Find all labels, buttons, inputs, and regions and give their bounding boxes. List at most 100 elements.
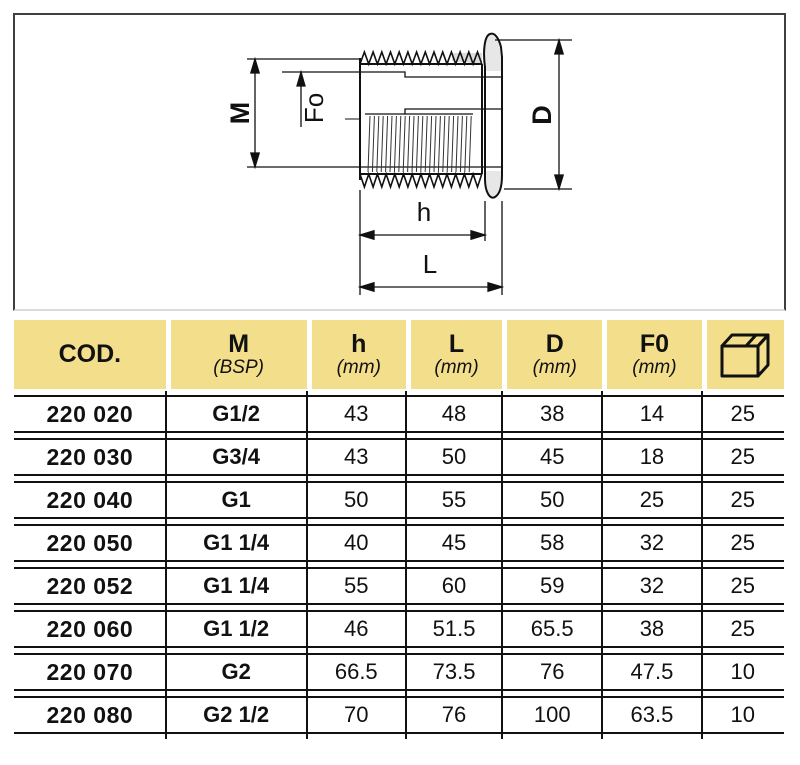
d-value-cell: 59 [539,573,565,598]
drawing-frame: M Fo D h L [13,13,786,311]
internal-thread-hatch [367,115,472,173]
f0-value-cell: 25 [639,487,665,512]
header-h: h (mm) [306,320,406,389]
cod-cell: 220 040 [46,486,134,513]
table-row: 220 040 G1 50 55 50 25 25 [14,481,784,519]
column-separator-line [164,391,167,739]
header-f0: F0 (mm) [602,320,702,389]
h-value-cell: 43 [344,401,369,426]
pack-qty-cell: 25 [730,444,756,469]
label-fo: Fo [299,93,329,123]
column-separator-line [501,391,504,739]
cod-cell: 220 070 [46,658,134,685]
f0-value-cell: 63.5 [630,702,674,727]
header-l: L (mm) [405,320,503,389]
table-header: COD. M (BSP) h (mm) L (mm) D (mm) F0 (mm… [14,320,784,389]
cod-cell: 220 020 [46,400,134,427]
dim-l-arrow-right [487,281,505,293]
d-value-cell: 38 [539,401,565,426]
f0-value-cell: 38 [639,616,665,641]
d-value-cell: 76 [539,659,565,684]
dim-h-arrow-left [357,229,375,241]
d-value-cell: 58 [539,530,565,555]
thread-size-cell: G2 1/2 [203,702,270,727]
l-value-cell: 50 [441,444,467,469]
package-box-icon [720,333,770,377]
external-thread-bottom [359,171,483,190]
cod-cell: 220 060 [46,615,134,642]
h-value-cell: 55 [344,573,369,598]
f0-value-cell: 18 [639,444,665,469]
column-separator-line [305,391,308,739]
l-value-cell: 60 [441,573,467,598]
pack-qty-cell: 25 [730,401,756,426]
thread-size-cell: G1 1/4 [203,573,270,598]
l-value-cell: 73.5 [432,659,476,684]
thread-size-cell: G3/4 [212,444,260,469]
d-value-cell: 100 [533,702,571,727]
h-value-cell: 50 [344,487,369,512]
l-value-cell: 55 [441,487,467,512]
f0-value-cell: 32 [639,530,665,555]
header-d: D (mm) [502,320,603,389]
table-row: 220 070 G2 66.5 73.5 76 47.5 10 [14,653,784,691]
table-row: 220 020 G1/2 43 48 38 14 25 [14,395,784,433]
dim-l-arrow-left [357,281,375,293]
table-row: 220 052 G1 1/4 55 60 59 32 25 [14,567,784,605]
header-pack [701,320,784,389]
dim-d-arrow-down [553,174,565,192]
cod-cell: 220 030 [46,443,134,470]
table-row: 220 080 G2 1/2 70 76 100 63.5 10 [14,696,784,734]
h-value-cell: 40 [344,530,369,555]
h-value-cell: 66.5 [334,659,378,684]
pack-qty-cell: 10 [730,659,756,684]
thread-size-cell: G1/2 [212,401,260,426]
pack-qty-cell: 25 [730,573,756,598]
column-separator-line [700,391,703,739]
dim-d-arrow-up [553,37,565,55]
header-m: M (BSP) [165,320,307,389]
l-value-cell: 51.5 [432,616,476,641]
dim-m-arrow-down [249,152,261,170]
h-value-cell: 43 [344,444,369,469]
h-value-cell: 46 [344,616,369,641]
dim-m-arrow-up [249,56,261,74]
thread-size-cell: G1 1/2 [203,616,270,641]
cod-cell: 220 050 [46,529,134,556]
cod-cell: 220 080 [46,701,134,728]
d-value-cell: 65.5 [530,616,574,641]
d-value-cell: 50 [539,487,565,512]
header-cod: COD. [14,320,166,389]
fitting-technical-drawing: M Fo D h L [225,32,572,295]
l-value-cell: 45 [441,530,467,555]
cod-cell: 220 052 [46,572,134,599]
pack-qty-cell: 10 [730,702,756,727]
column-separator-line [404,391,407,739]
l-value-cell: 76 [441,702,467,727]
label-m: M [225,102,255,125]
pack-qty-cell: 25 [730,616,756,641]
h-value-cell: 70 [344,702,369,727]
f0-value-cell: 47.5 [630,659,674,684]
table-row: 220 030 G3/4 43 50 45 18 25 [14,438,784,476]
f0-value-cell: 14 [639,401,665,426]
label-d: D [527,105,557,125]
pack-qty-cell: 25 [730,530,756,555]
l-value-cell: 48 [441,401,467,426]
pack-qty-cell: 25 [730,487,756,512]
dim-fo-arrow-up [296,69,306,87]
table-body: 220 020 G1/2 43 48 38 14 25 220 030 G3/4 43 50 45 18… [14,391,784,739]
bore-top-edge [282,71,501,78]
column-separator-line [601,391,604,739]
d-value-cell: 45 [539,444,565,469]
label-h: h [417,197,431,227]
flange-bore-window [486,71,501,171]
table-row: 220 060 G1 1/2 46 51.5 65.5 38 25 [14,610,784,648]
thread-size-cell: G2 [221,659,251,684]
thread-size-cell: G1 [221,487,251,512]
spec-table: COD. M (BSP) h (mm) L (mm) D (mm) F0 (mm… [14,320,784,739]
dim-h-arrow-right [470,229,488,241]
f0-value-cell: 32 [639,573,665,598]
